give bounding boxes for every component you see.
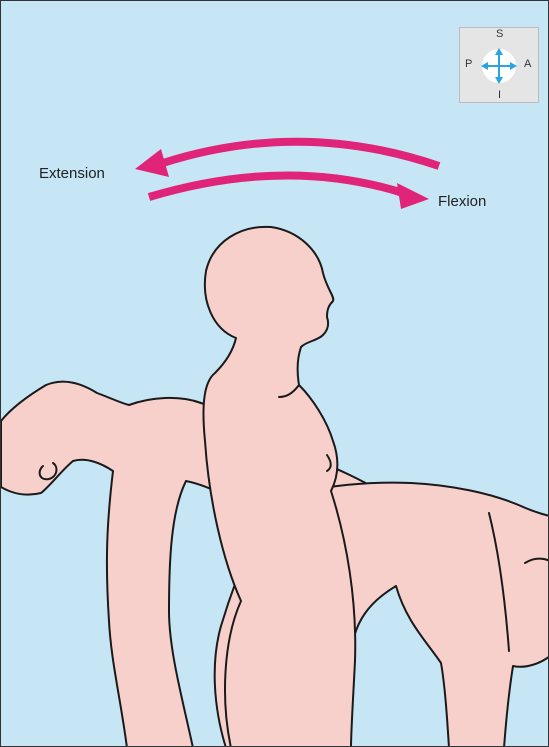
orientation-compass: S I P A bbox=[459, 27, 539, 103]
motion-arrows bbox=[135, 142, 439, 209]
flexion-arrowhead bbox=[397, 183, 429, 209]
compass-inferior-label: I bbox=[498, 90, 501, 101]
compass-anterior-label: A bbox=[524, 59, 531, 70]
compass-superior-label: S bbox=[496, 29, 503, 40]
flexion-label: Flexion bbox=[438, 193, 486, 210]
extension-arrowhead bbox=[135, 149, 169, 177]
compass-posterior-label: P bbox=[465, 59, 472, 70]
flexion-arrow-shaft bbox=[149, 175, 403, 197]
extension-arrow-shaft bbox=[163, 142, 439, 166]
extension-label: Extension bbox=[39, 165, 105, 182]
upright-figure bbox=[203, 227, 355, 747]
